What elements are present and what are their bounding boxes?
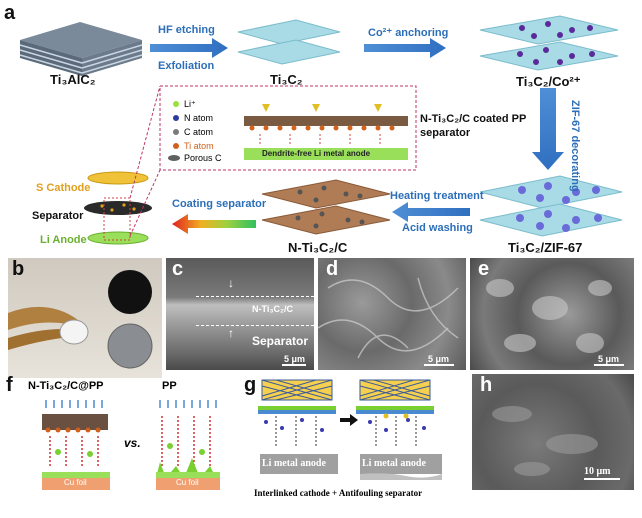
arrow-step-3-icon [532,88,564,170]
panel-e-scale: 5 μm [598,354,620,364]
panel-f-left-title: N-Ti₃C₂/C@PP [28,380,104,392]
label-coating-separator: Coating separator [172,198,267,210]
panel-c-sem: ↓ ↑ N-Ti₃C₂/C Separator 5 μm [166,258,314,370]
n-ti3c2-c-sheets-icon [261,179,391,235]
panel-label-f: f [6,374,13,396]
arrow-step-4-icon [392,202,470,222]
panel-label-c: c [172,258,184,280]
panel-g-diagram [258,379,442,480]
legend-porous-c: Porous C [184,153,222,163]
panel-g-caption: Interlinked cathode + Antifouling separa… [254,488,423,498]
legend-ti: Ti atom [184,141,214,151]
label-hf-etching: HF etching [158,24,215,36]
label-ti3c2: Ti₃C₂ [270,72,303,87]
legend-li: Li⁺ [184,99,196,109]
ti3c2-sheets-icon [237,19,341,65]
arrow-step-5-icon [172,214,256,234]
porous-c-icon [168,155,180,161]
cell-stack-icon [84,171,152,245]
panel-label-a: a [4,2,16,24]
label-separator: Separator [32,210,84,222]
panel-a-schematic [19,15,623,245]
panel-b-photo [8,258,162,378]
panel-label-d: d [326,258,339,280]
label-n-ti3c2-c: N-Ti₃C₂/C [288,240,348,255]
label-ti3c2-co: Ti₃C₂/Co²⁺ [516,74,581,89]
panel-label-g: g [244,374,257,396]
panel-h-sem: 10 μm [472,374,634,490]
panel-g-anode-left: Li metal anode [262,458,326,469]
label-s-cathode: S Cathode [36,182,91,194]
inset-separator-illustration-icon [244,104,408,160]
n-atom-icon [173,115,179,121]
inset-title: N-Ti₃C₂/C coated PP separator [420,113,527,139]
ti3c2-zif67-sheets-icon [479,175,623,237]
panel-f-foil-right: Cu foil [176,478,199,487]
panel-d-scale: 5 μm [428,354,450,364]
panel-label-b: b [12,258,25,280]
label-co-anchoring: Co²⁺ anchoring [368,27,449,39]
c-atom-icon [173,129,179,135]
ti3c2-co-sheets-icon [479,15,619,71]
panel-h-scale: 10 μm [584,466,611,477]
label-ti3alc2: Ti₃AlC₂ [50,72,96,87]
label-acid-washing: Acid washing [402,222,473,234]
inset-caption: Dendrite-free Li metal anode [262,149,371,158]
ti-atom-icon [173,143,179,149]
panel-d-sem: 5 μm [318,258,466,370]
panel-c-separator-label: Separator [252,334,309,348]
ti3alc2-stack-icon [19,22,143,76]
label-heating-treatment: Heating treatment [390,190,484,202]
panel-e-sem: 5 μm [470,258,634,370]
label-exfoliation: Exfoliation [158,60,215,72]
panel-label-h: h [480,374,493,396]
panel-c-layer-label: N-Ti₃C₂/C [252,304,293,314]
panel-f-vs: vs. [124,436,141,450]
label-ti3c2-zif67: Ti₃C₂/ZIF-67 [508,240,583,255]
legend-c: C atom [184,127,214,137]
arrow-step-1-icon [150,38,228,58]
label-zif67-decorating: ZIF-67 decorating [569,100,581,192]
panel-f-diagram [42,400,220,490]
panel-f-right-title: PP [162,380,177,392]
label-li-anode: Li Anode [40,234,87,246]
legend-n: N atom [184,113,214,123]
panel-label-e: e [478,258,490,280]
arrow-step-2-icon [364,38,446,58]
panel-c-scale: 5 μm [284,354,306,364]
li-ion-icon [173,101,179,107]
panel-f-foil-left: Cu foil [64,478,87,487]
panel-g-anode-right: Li metal anode [362,458,426,469]
